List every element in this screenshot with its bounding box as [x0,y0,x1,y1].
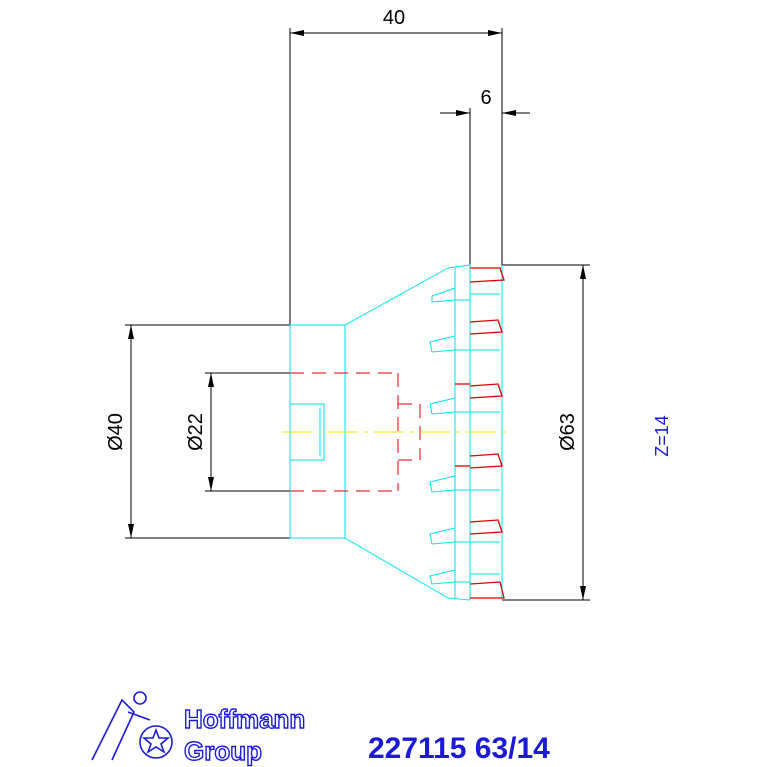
arrow-d40-bottom [128,524,134,538]
pocket-1 [431,287,470,303]
teeth-count-label: Z=14 [652,415,672,457]
part-number: 227115 63/14 [368,732,550,765]
logo-head [133,691,147,705]
logo-line2: Group [184,736,262,766]
insert-6 [469,581,505,599]
insert-4 [469,453,503,469]
insert-3 [469,383,503,399]
logo-wheel [139,725,173,759]
arrow-6-left [456,110,470,116]
arrow-d63-bottom [580,586,586,600]
taper-bottom [344,537,449,599]
logo-line1: Hoffmann [184,704,305,734]
insert-5 [469,519,503,535]
tooth-pockets [429,287,500,585]
keyway [290,403,325,461]
pocket-2 [429,335,500,353]
logo-star-icon [141,727,171,754]
logo-arm [127,711,151,721]
arrow-d22-bottom [208,477,214,491]
dim-40-label: 40 [383,7,405,29]
cutting-inserts [455,267,505,599]
arrow-d63-top [580,265,586,279]
pocket-4 [429,475,500,493]
logo-mark [91,691,173,761]
arrow-6-right [502,110,516,116]
pocket-6 [429,569,470,585]
pocket-5 [429,527,500,545]
insert-1 [469,267,505,283]
dim-d63-label: Ø63 [557,413,579,451]
dim-d40-label: Ø40 [105,413,127,451]
dim-d22-label: Ø22 [185,413,207,451]
pocket-3 [429,397,500,415]
dimension-lines [125,28,590,601]
logo-figure [91,698,135,761]
arrow-40-left [290,30,304,36]
taper-top [344,267,449,326]
hoffmann-logo: Hoffmann Group [91,691,306,767]
dim-6-label: 6 [480,87,491,109]
arrow-d40-top [128,325,134,339]
arrow-d22-top [208,373,214,387]
arrow-40-right [488,30,502,36]
dimension-arrows [128,30,586,600]
insert-2 [469,319,503,335]
